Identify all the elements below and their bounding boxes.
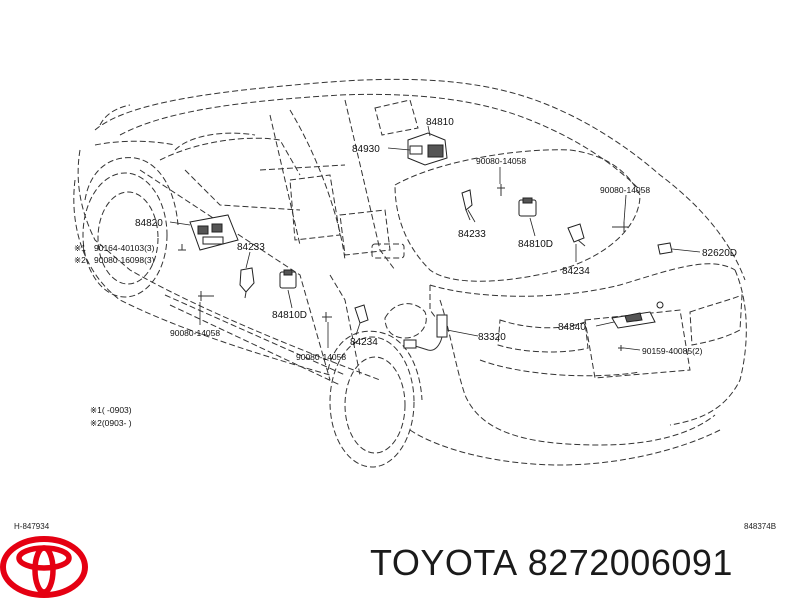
corner-code-left: H-847934	[14, 522, 50, 531]
switch-84810d-right	[518, 197, 537, 217]
part-number: 8272006091	[527, 542, 733, 583]
switch-82620d	[657, 242, 673, 255]
label-84840: 84840	[558, 322, 586, 333]
callout-labels: 84810 84930 90080-14058 90080-14058 8423…	[74, 117, 737, 362]
label-90159: 90159-40085(2)	[642, 346, 703, 356]
label-82620d: 82620D	[702, 248, 737, 259]
rear-wheel	[327, 330, 423, 468]
switch-84234-right	[567, 223, 586, 247]
switch-84840	[611, 311, 656, 329]
label-84810d-a: 84810D	[518, 239, 553, 250]
front-wheel	[82, 157, 179, 298]
note-1: ※1( -0903)	[90, 405, 132, 415]
label-84233-a: 84233	[458, 229, 486, 240]
label-84820: 84820	[135, 218, 163, 229]
label-84810d-b: 84810D	[272, 310, 307, 321]
note-marker-1: ※1	[74, 243, 86, 253]
label-84930: 84930	[352, 144, 380, 155]
label-90080-b: 90080-14058	[600, 185, 650, 195]
car-body-outline	[73, 78, 747, 466]
brand-name: TOYOTA	[370, 542, 518, 583]
notes: ※1( -0903) ※2(0903- )	[90, 405, 132, 428]
switch-84234-lower	[354, 304, 369, 324]
label-90080-a: 90080-14058	[476, 156, 526, 166]
label-83320: 83320	[478, 332, 506, 343]
switch-84810	[407, 132, 448, 166]
switch-84810d-left	[279, 269, 297, 289]
sensor-84233-right	[461, 189, 473, 221]
leader-lines	[169, 125, 701, 351]
label-84234-b: 84234	[350, 337, 378, 348]
label-90080-16098: 90080-16098(3)	[94, 255, 155, 265]
label-90080-d: 90080-14058	[296, 352, 346, 362]
switch-83320	[403, 314, 448, 351]
label-84233-b: 84233	[237, 242, 265, 253]
toyota-logo	[0, 536, 88, 598]
label-90080-c: 90080-14058	[170, 328, 220, 338]
note-marker-2: ※2	[74, 255, 86, 265]
bolts	[178, 184, 664, 351]
sensor-84233-left	[239, 267, 255, 299]
label-84810: 84810	[426, 117, 454, 128]
corner-code-right: 848374B	[744, 522, 776, 531]
note-2: ※2(0903- )	[90, 418, 132, 428]
label-90164: 90164-40103(3)	[94, 243, 155, 253]
label-84234-a: 84234	[562, 266, 590, 277]
switch-84820	[189, 214, 239, 251]
